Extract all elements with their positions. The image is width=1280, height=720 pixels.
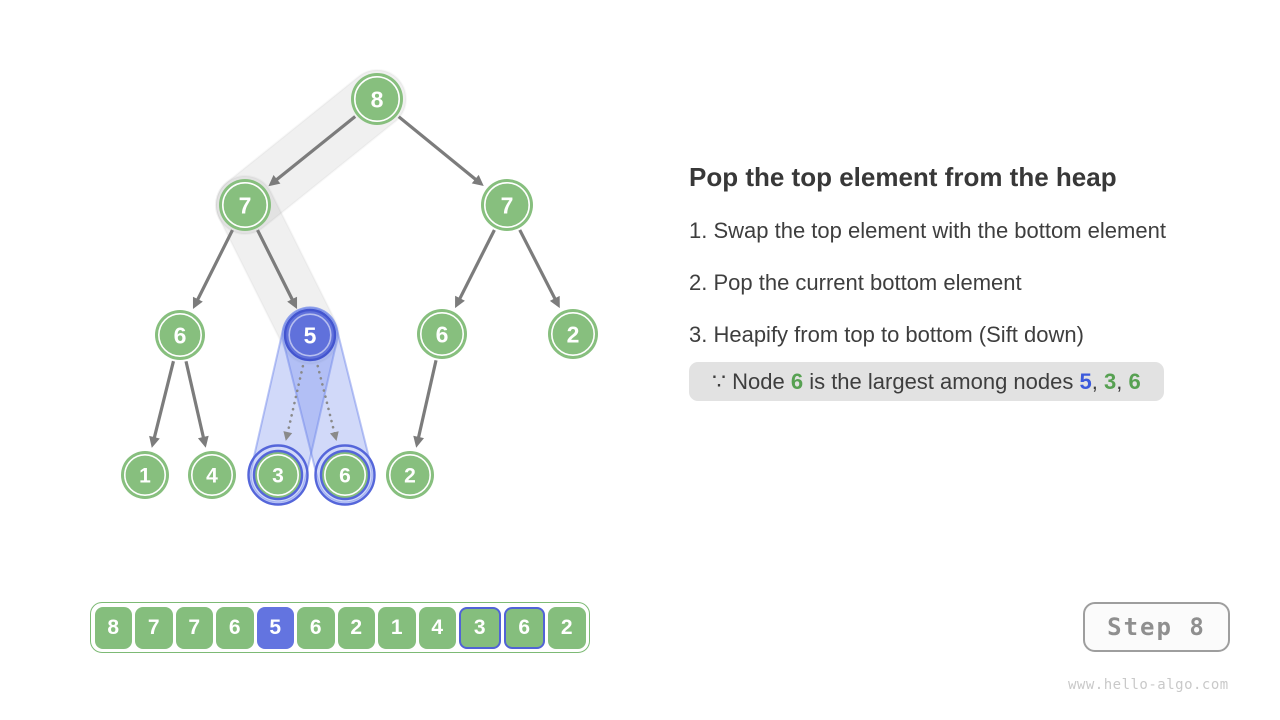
- array-cell: 2: [337, 606, 375, 649]
- array-cell: 3: [459, 606, 501, 649]
- tree-node-6: 6: [314, 444, 376, 506]
- array-cell: 6: [503, 606, 545, 649]
- tree-node-value: 6: [436, 321, 449, 347]
- note-text: is the largest among nodes: [803, 369, 1080, 394]
- note-text: ∵ Node: [712, 369, 791, 394]
- array-cell: 2: [548, 606, 586, 649]
- array-cell: 6: [297, 606, 335, 649]
- tree-nodes: 8 7 7 6 5 6 2 1 4 3 6 2: [121, 73, 598, 506]
- watermark-url: www.hello-algo.com: [1068, 677, 1229, 693]
- tree-node-value: 2: [404, 465, 416, 488]
- step-instruction-3: 3. Heapify from top to bottom (Sift down…: [689, 322, 1084, 347]
- reason-note: ∵ Node 6 is the largest among nodes 5, 3…: [689, 362, 1164, 401]
- tree-node-3: 3: [247, 444, 309, 506]
- tree-edges: [149, 115, 560, 448]
- heap-tree-diagram: 8 7 7 6 5 6 2 1 4 3 6 2: [121, 69, 598, 506]
- step-instruction-2: 2. Pop the current bottom element: [689, 270, 1022, 295]
- tree-node-value: 6: [174, 322, 187, 348]
- tree-node-value: 6: [339, 465, 351, 488]
- tree-node-value: 5: [304, 322, 317, 348]
- note-node-ref: 3: [1103, 369, 1117, 394]
- array-cell: 7: [135, 606, 173, 649]
- tree-node-4: 4: [188, 451, 236, 499]
- note-text: ,: [1116, 369, 1129, 394]
- array-cell: 4: [418, 606, 456, 649]
- explanation-panel: Pop the top element from the heap 1. Swa…: [689, 162, 1219, 401]
- step-badge: Step 8: [1083, 602, 1230, 652]
- array-cell: 5: [256, 606, 294, 649]
- array-cell: 1: [378, 606, 416, 649]
- tree-node-value: 8: [371, 86, 384, 112]
- step-instruction-1: 1. Swap the top element with the bottom …: [689, 218, 1166, 243]
- tree-node-value: 7: [239, 192, 252, 218]
- tree-node-value: 2: [567, 321, 580, 347]
- tree-node-value: 1: [139, 465, 151, 488]
- tree-node-1: 1: [121, 451, 169, 499]
- tree-node-value: 3: [272, 465, 284, 488]
- note-node-ref: 6: [790, 369, 804, 394]
- tree-node-7: 7: [481, 179, 533, 231]
- array-cell: 8: [94, 606, 132, 649]
- array-cell: 7: [175, 606, 213, 649]
- tree-node-6: 6: [155, 310, 205, 360]
- tree-node-2: 2: [548, 309, 598, 359]
- tree-node-value: 7: [501, 192, 514, 218]
- note-text: ,: [1091, 369, 1104, 394]
- note-node-ref: 6: [1128, 369, 1141, 394]
- panel-title: Pop the top element from the heap: [689, 162, 1117, 192]
- tree-node-2: 2: [386, 451, 434, 499]
- array-cell: 6: [216, 606, 254, 649]
- tree-node-5: 5: [283, 308, 337, 362]
- tree-node-8: 8: [351, 73, 403, 125]
- tree-node-6: 6: [417, 309, 467, 359]
- tree-node-value: 4: [206, 465, 218, 488]
- tree-node-7: 7: [219, 179, 271, 231]
- note-node-ref: 5: [1079, 369, 1092, 394]
